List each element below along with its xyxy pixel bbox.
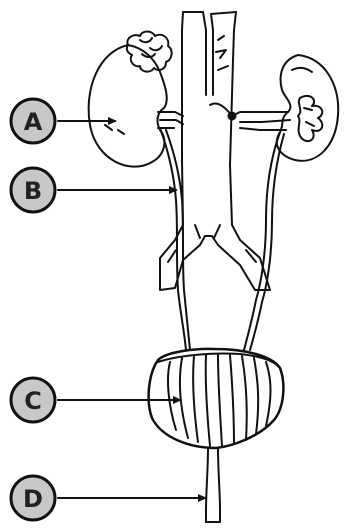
label-d: D — [11, 476, 55, 520]
label-b-text: B — [24, 177, 42, 205]
right-kidney — [210, 55, 338, 161]
ureters — [160, 128, 284, 350]
label-c: C — [11, 378, 55, 422]
arrowhead-a — [108, 117, 117, 125]
label-a: A — [11, 99, 55, 143]
bladder — [149, 349, 284, 448]
label-c-text: C — [24, 387, 42, 415]
label-b: B — [11, 168, 55, 212]
label-a-text: A — [24, 108, 43, 136]
arrowhead-b — [169, 186, 178, 194]
label-d-text: D — [23, 485, 43, 513]
urethra — [206, 448, 220, 522]
left-kidney — [89, 32, 183, 167]
